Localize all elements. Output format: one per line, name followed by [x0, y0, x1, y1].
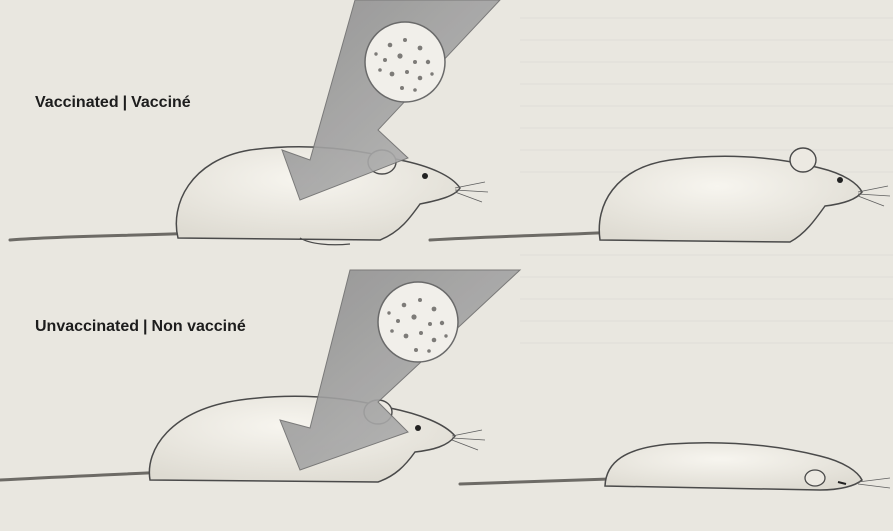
unvaccinated-mouse	[0, 396, 485, 482]
vaccinated-label-fr: Vacciné	[131, 94, 191, 111]
sick-mouse	[460, 443, 890, 490]
unvaccinated-label: Unvaccinated| Non vacciné	[35, 318, 246, 336]
vaccinated-label-en: Vaccinated	[35, 94, 119, 111]
mouse-tail	[430, 232, 620, 240]
unvaccinated-label-en: Unvaccinated	[35, 318, 139, 335]
healthy-mouse	[430, 148, 890, 242]
unvaccinated-label-fr: Non vacciné	[152, 318, 246, 335]
vaccinated-panel	[10, 0, 890, 245]
vaccinated-label: Vaccinated|Vacciné	[35, 94, 191, 112]
virus-magnifier	[365, 22, 445, 102]
label-separator: |	[123, 94, 127, 111]
vaccinated-mouse	[10, 147, 488, 245]
label-separator: |	[143, 318, 147, 335]
virus-magnifier	[378, 282, 458, 362]
unvaccinated-panel	[0, 270, 890, 490]
